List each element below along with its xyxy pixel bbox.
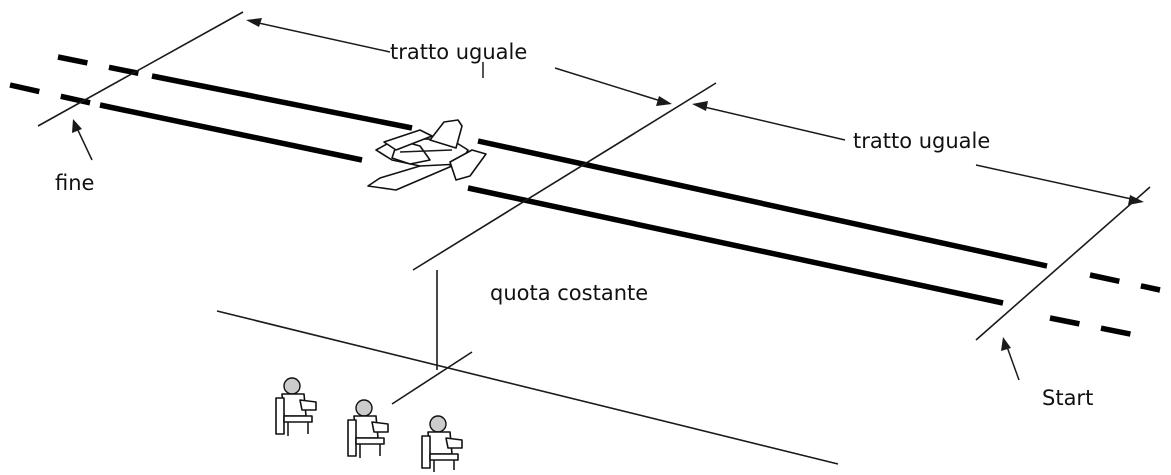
- label-equal-span-right: tratto uguale: [853, 129, 990, 153]
- judge-figure-3: [421, 415, 463, 472]
- runway-line-upper-left: [151, 73, 413, 131]
- runway-extension-right-lower: [1049, 315, 1141, 339]
- runway-extension-left-lower: [9, 82, 101, 108]
- start-gate-line: [975, 186, 1151, 341]
- label-equal-span-top: tratto uguale: [390, 40, 527, 64]
- label-end: fine: [55, 171, 94, 195]
- equal-span-arrow-right: [692, 101, 1144, 205]
- end-pointer-arrow: [72, 119, 93, 161]
- label-constant-altitude: quota costante: [490, 281, 648, 305]
- equal-span-arrow-top: [246, 18, 672, 106]
- pilot-position-line: [391, 351, 473, 405]
- ground-reference-line: [216, 310, 839, 465]
- end-gate-line: [37, 11, 244, 127]
- judge-figure-1: [275, 377, 317, 436]
- runway-extension-left-upper: [57, 54, 153, 79]
- start-pointer-arrow: [1001, 337, 1020, 381]
- airplane-icon: [367, 119, 487, 191]
- label-start: Start: [1042, 386, 1093, 410]
- runway-extension-right-upper: [1089, 272, 1161, 293]
- runway-line-lower-left: [99, 102, 363, 163]
- runway-line-upper-right: [477, 138, 1048, 269]
- runway-line-lower-right: [467, 185, 1004, 306]
- center-gate-line: [412, 82, 717, 271]
- judge-figure-2: [347, 399, 389, 458]
